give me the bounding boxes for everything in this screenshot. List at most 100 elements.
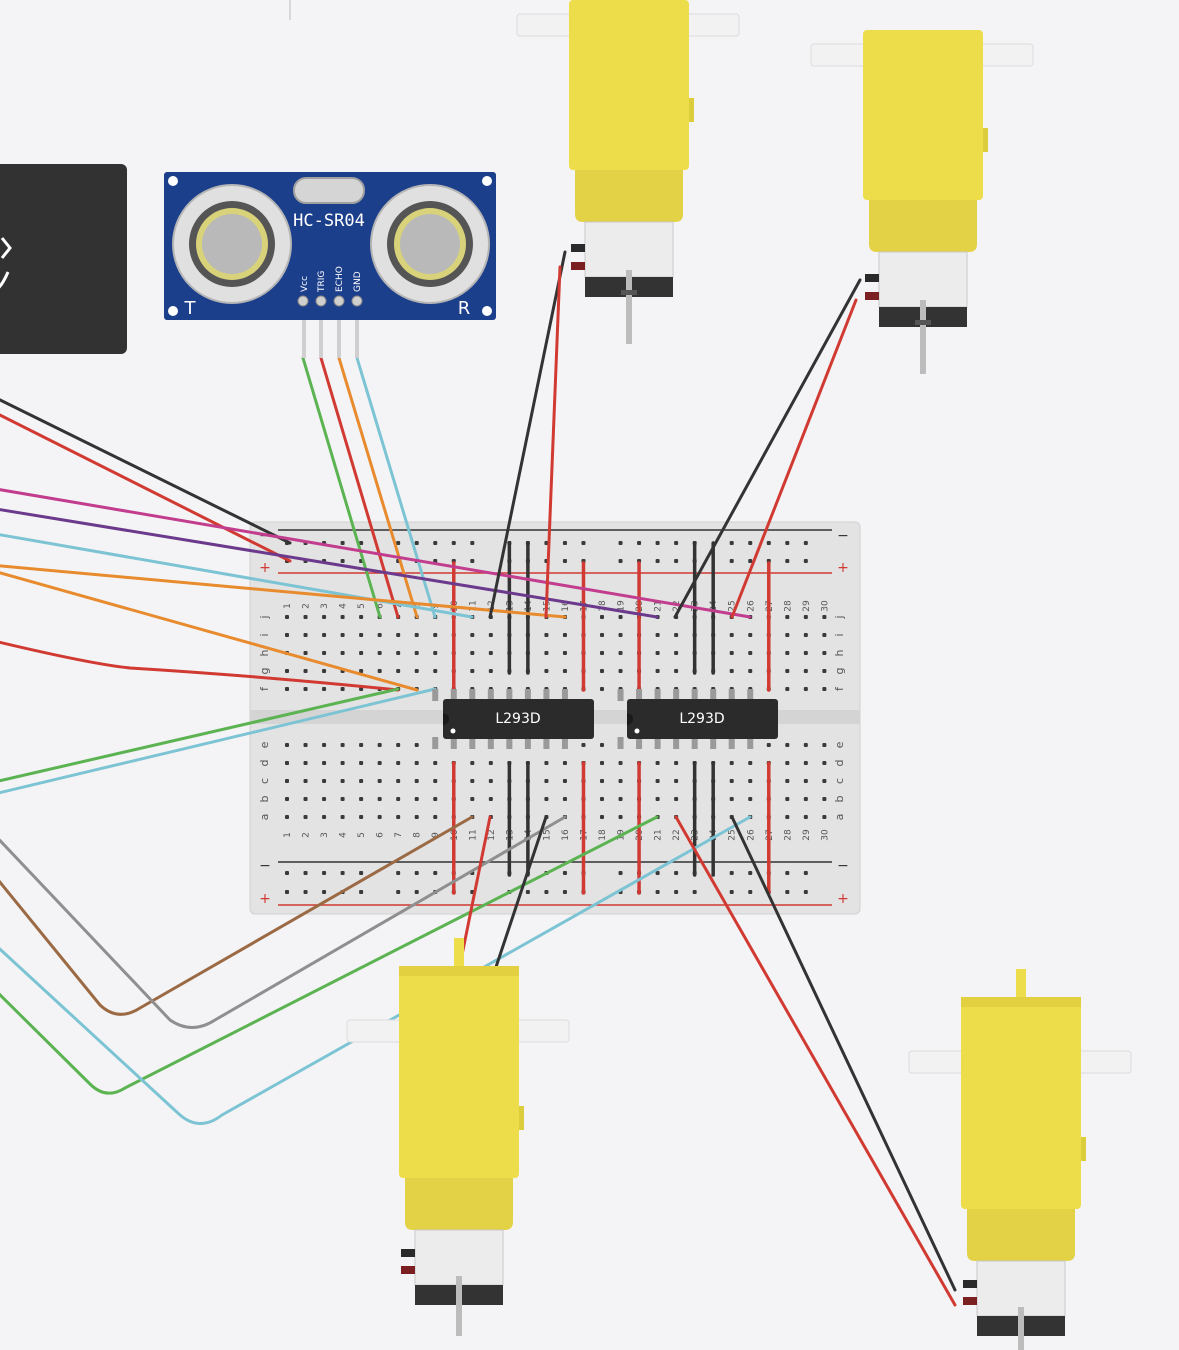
wire[interactable] — [0, 687, 400, 783]
column-label-bottom: 9 — [431, 832, 441, 838]
wire[interactable] — [0, 533, 474, 619]
column-label-top: 2 — [302, 603, 312, 609]
column-label-top: 1 — [283, 603, 293, 609]
wire[interactable] — [337, 356, 419, 619]
wire[interactable] — [730, 815, 957, 1292]
pin-echo[interactable] — [333, 295, 345, 307]
column-label-bottom: 12 — [487, 829, 497, 840]
column-label-top: 11 — [468, 600, 478, 611]
ultrasonic-sensor[interactable]: HC-SR04 T R Vcc TRIG ECHO GND — [164, 172, 496, 358]
row-label: f — [833, 686, 846, 691]
column-label-bottom: 15 — [542, 829, 552, 840]
rail-plus-label: + — [259, 891, 271, 907]
chip-l293d-2[interactable]: L293D — [617, 689, 778, 749]
wire[interactable] — [0, 815, 752, 1125]
wire[interactable] — [0, 488, 752, 619]
row-label: h — [258, 649, 271, 656]
column-label-bottom: 7 — [394, 832, 404, 838]
column-label-bottom: 2 — [302, 832, 312, 838]
motor-top-right[interactable] — [810, 30, 1034, 374]
row-label: h — [833, 649, 846, 656]
row-label: d — [258, 760, 271, 767]
wire[interactable] — [355, 356, 437, 619]
column-label-bottom: 22 — [672, 829, 682, 840]
wire[interactable] — [0, 640, 400, 692]
rail-minus-label: − — [837, 528, 849, 544]
column-label-bottom: 6 — [376, 832, 386, 838]
wire[interactable] — [730, 298, 858, 619]
column-label-top: 25 — [728, 600, 738, 611]
row-label: g — [833, 668, 846, 675]
pin-trig[interactable] — [315, 295, 327, 307]
column-label-bottom: 29 — [802, 829, 812, 841]
sensor-model-label: HC-SR04 — [293, 211, 365, 231]
pin-gnd[interactable] — [351, 295, 363, 307]
crystal-oscillator-icon — [293, 177, 365, 204]
microcontroller-board[interactable] — [0, 164, 127, 354]
column-label-top: 8 — [413, 603, 423, 609]
column-label-top: 19 — [617, 600, 627, 612]
column-label-bottom: 26 — [746, 829, 756, 841]
motor-bottom-right[interactable] — [908, 969, 1132, 1350]
column-label-bottom: 18 — [598, 829, 608, 841]
row-label: b — [833, 795, 846, 802]
column-label-top: 28 — [783, 600, 793, 612]
wire[interactable] — [673, 278, 862, 619]
chip-1-label: L293D — [495, 711, 540, 727]
column-label-bottom: 5 — [357, 832, 367, 838]
row-label: f — [258, 686, 271, 691]
column-label-top: 26 — [746, 600, 756, 612]
wire[interactable] — [0, 570, 419, 692]
wire[interactable] — [493, 815, 548, 972]
sensor-pin-labels: Vcc TRIG ECHO GND — [300, 266, 363, 293]
wire[interactable] — [0, 687, 437, 795]
row-label: c — [833, 778, 846, 784]
rail-plus-label: + — [837, 891, 849, 907]
motor-top-left[interactable] — [516, 0, 740, 344]
wires-layer — [0, 250, 957, 1307]
row-label: i — [258, 633, 271, 636]
column-label-top: 16 — [561, 600, 571, 612]
wire[interactable] — [0, 815, 659, 1095]
row-label: b — [258, 795, 271, 802]
column-label-bottom: 1 — [283, 832, 293, 838]
wire[interactable] — [0, 815, 567, 1029]
transmitter-transducer-icon — [172, 184, 292, 304]
pin-label-trig: TRIG — [317, 271, 327, 293]
column-label-bottom: 16 — [561, 829, 571, 841]
rail-plus-label: + — [837, 560, 849, 576]
wire[interactable] — [674, 815, 957, 1307]
rail-minus-label: − — [837, 858, 849, 874]
column-label-top: 18 — [598, 600, 608, 612]
wire[interactable] — [460, 815, 492, 957]
row-label: j — [833, 615, 846, 619]
column-label-bottom: 11 — [468, 829, 478, 840]
column-label-bottom: 21 — [654, 829, 664, 840]
pin-label-echo: ECHO — [335, 266, 345, 292]
row-label: a — [833, 814, 846, 821]
row-label: c — [258, 778, 271, 784]
column-label-bottom: 28 — [783, 829, 793, 841]
pin-label-vcc: Vcc — [300, 276, 310, 292]
wire[interactable] — [0, 815, 474, 1016]
wire[interactable] — [544, 265, 562, 619]
receiver-transducer-icon — [370, 184, 490, 304]
wire[interactable] — [0, 395, 292, 545]
column-label-top: 3 — [320, 603, 330, 609]
rail-minus-label: − — [259, 858, 271, 874]
wire[interactable] — [0, 410, 292, 563]
column-label-top: 7 — [394, 603, 404, 609]
column-label-bottom: 30 — [820, 829, 830, 841]
wire[interactable] — [0, 564, 567, 619]
column-label-top: 30 — [820, 600, 830, 612]
wire[interactable] — [301, 356, 382, 619]
pin-label-gnd: GND — [353, 271, 363, 292]
wire[interactable] — [488, 250, 567, 619]
pin-vcc[interactable] — [297, 295, 309, 307]
row-label: d — [833, 760, 846, 767]
chip-l293d-1[interactable]: L293D — [432, 689, 594, 749]
row-label: a — [258, 814, 271, 821]
motor-bottom-left[interactable] — [346, 938, 570, 1336]
column-label-top: 4 — [339, 603, 349, 609]
